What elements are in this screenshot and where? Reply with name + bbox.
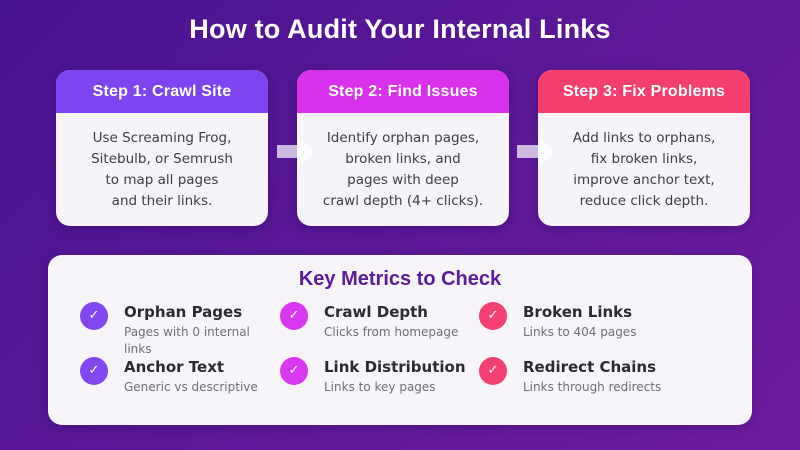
arrow-tail xyxy=(277,145,298,158)
check-circle-icon: ✓ xyxy=(280,302,308,330)
check-icon: ✓ xyxy=(288,308,300,323)
arrow-right-icon xyxy=(517,137,555,167)
page-title: How to Audit Your Internal Links xyxy=(189,14,611,44)
check-circle-icon: ✓ xyxy=(80,302,108,330)
step-1-label: Step 1: Crawl Site xyxy=(92,82,232,100)
step-3-body: Add links to orphans, fix broken links, … xyxy=(572,130,716,209)
metric-title: Redirect Chains xyxy=(523,358,657,376)
step-2-label: Step 2: Find Issues xyxy=(328,82,478,100)
metric-subtitle: Clicks from homepage xyxy=(324,325,459,339)
step-3-header: Step 3: Fix Problems xyxy=(538,70,750,113)
metric-subtitle: Generic vs descriptive xyxy=(124,380,258,394)
metric-title: Anchor Text xyxy=(124,358,225,376)
steps-row: Step 1: Crawl Site Use Screaming Frog, S… xyxy=(56,70,750,226)
check-icon: ✓ xyxy=(288,363,300,378)
check-circle-icon: ✓ xyxy=(80,357,108,385)
metric-item-crawl-depth: ✓ Crawl Depth Clicks from homepage xyxy=(280,302,479,345)
metric-subtitle: Pages with 0 internal links xyxy=(124,325,250,356)
metric-item-link-distribution: ✓ Link Distribution Links to key pages xyxy=(280,357,479,400)
check-circle-icon: ✓ xyxy=(280,357,308,385)
metric-item-broken-links: ✓ Broken Links Links to 404 pages xyxy=(479,302,752,345)
step-card-1: Step 1: Crawl Site Use Screaming Frog, S… xyxy=(56,70,268,226)
step-3-label: Step 3: Fix Problems xyxy=(562,82,726,100)
metric-title: Link Distribution xyxy=(324,358,466,376)
arrow-head xyxy=(298,137,315,167)
check-icon: ✓ xyxy=(487,363,499,378)
metric-subtitle: Links to 404 pages xyxy=(523,325,637,339)
metric-subtitle: Links to key pages xyxy=(324,380,436,394)
check-circle-icon: ✓ xyxy=(479,302,507,330)
metrics-grid: ✓ Orphan Pages Pages with 0 internal lin… xyxy=(80,302,752,400)
arrow-tail xyxy=(517,145,538,158)
step-1-header: Step 1: Crawl Site xyxy=(56,70,268,113)
step-card-3: Step 3: Fix Problems Add links to orphan… xyxy=(538,70,750,226)
metric-title: Broken Links xyxy=(523,303,633,321)
step-2-body: Identify orphan pages, broken links, and… xyxy=(322,130,484,209)
metric-title: Orphan Pages xyxy=(124,303,243,321)
step-card-2: Step 2: Find Issues Identify orphan page… xyxy=(297,70,509,226)
check-icon: ✓ xyxy=(487,308,499,323)
metric-item-orphan-pages: ✓ Orphan Pages Pages with 0 internal lin… xyxy=(80,302,280,356)
metric-subtitle: Links through redirects xyxy=(523,380,662,394)
metrics-heading: Key Metrics to Check xyxy=(298,268,502,290)
metric-title: Crawl Depth xyxy=(324,303,428,321)
step-2-header: Step 2: Find Issues xyxy=(297,70,509,113)
check-circle-icon: ✓ xyxy=(479,357,507,385)
step-1-body: Use Screaming Frog, Sitebulb, or Semrush… xyxy=(91,130,233,209)
metric-item-redirect-chains: ✓ Redirect Chains Links through redirect… xyxy=(479,357,752,400)
metric-item-anchor-text: ✓ Anchor Text Generic vs descriptive xyxy=(80,357,280,400)
metrics-panel: Key Metrics to Check ✓ Orphan Pages Page… xyxy=(48,255,752,425)
arrow-head xyxy=(538,137,555,167)
check-icon: ✓ xyxy=(88,363,100,378)
arrow-right-icon xyxy=(277,137,315,167)
check-icon: ✓ xyxy=(88,308,100,323)
